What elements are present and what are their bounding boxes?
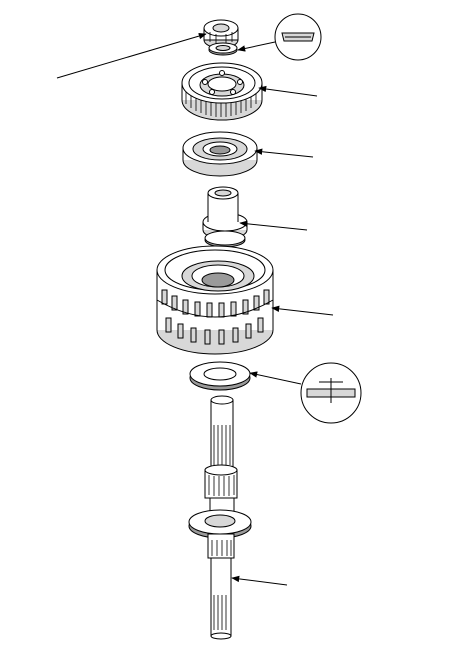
lock-nut [203, 19, 239, 49]
clutch-drum [156, 245, 274, 355]
sleeve-hub [202, 186, 248, 248]
detail-circle-lower [300, 362, 362, 424]
leader-shaft [231, 575, 288, 586]
main-shaft [188, 395, 252, 640]
leader-spacer-detail [237, 41, 276, 52]
leader-sleeve [239, 220, 308, 231]
leader-clutch-drum [271, 305, 334, 316]
spacer-washer [208, 42, 238, 56]
leader-nut [56, 32, 207, 79]
leader-thrust-washer [249, 371, 302, 385]
detail-circle-upper [274, 13, 322, 61]
leader-gear [258, 85, 318, 97]
ball-bearing [182, 131, 258, 177]
leader-bearing [254, 148, 314, 158]
drive-gear [181, 62, 263, 121]
thrust-washer [189, 361, 251, 391]
